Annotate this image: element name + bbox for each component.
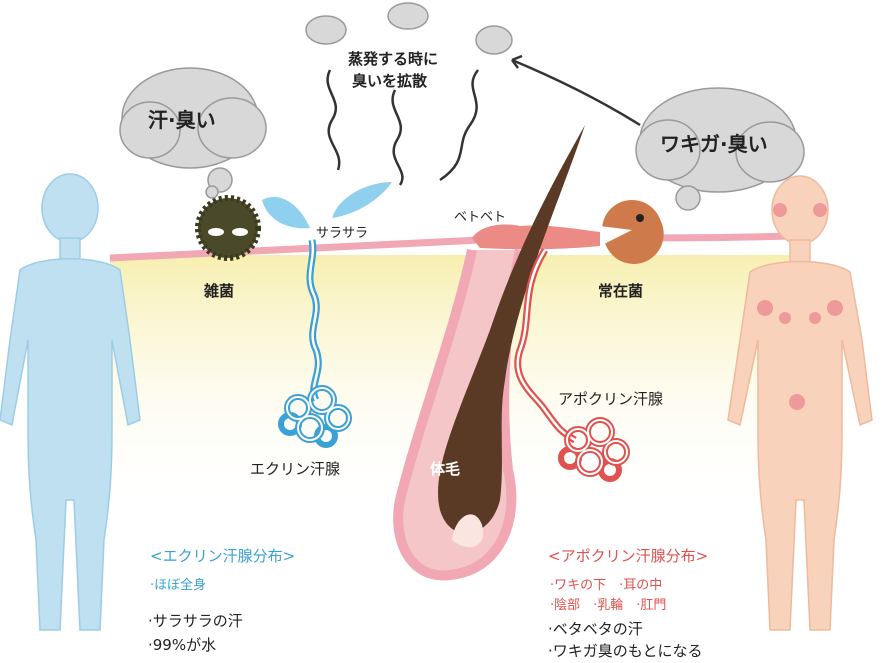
apocrine-info-dist1: ·ワキの下 ·耳の中 [550,578,663,593]
apocrine-info-note2: ·ワキガ臭のもとになる [548,642,703,660]
eccrine-info-title: <エクリン汗腺分布> [150,547,296,565]
cloud-left [119,67,267,199]
cloud-left-text: 汗·臭い [148,108,216,132]
eccrine-label: エクリン汗腺 [250,460,341,478]
hair-follicle [393,125,585,581]
betobeto-label: ベトベト [454,210,507,225]
cloud-right-text: ワキガ·臭い [660,132,768,156]
cloud-right [635,87,805,211]
jozaikin-label: 常在菌 [598,282,644,300]
apocrine-gland [514,248,630,482]
apocrine-info-title: <アポクリン汗腺分布> [548,547,709,565]
evaporation-text-line1: 蒸発する時に [348,50,439,68]
evaporation-text-line2: 臭いを拡散 [352,72,428,90]
zakkin-label: 雑菌 [204,282,235,300]
apocrine-spots [757,203,843,410]
cloud-small-puffs [305,2,513,55]
jozaikin-bacteria-icon [600,200,664,264]
body-eccrine-figure [0,173,141,631]
eccrine-info-dist: ·ほぼ全身 [150,578,207,593]
eccrine-info-note1: ·サラサラの汗 [148,612,243,630]
apocrine-label: アポクリン汗腺 [558,390,664,408]
taimo-label: 体毛 [430,460,461,478]
body-apocrine-figure [727,175,873,631]
apocrine-info-dist2: ·陰部 ·乳輪 ·肛門 [550,598,667,613]
odor-lines [326,54,641,186]
apocrine-info-note1: ·ベタベタの汗 [548,620,643,638]
zakkin-bacteria-icon [195,195,261,261]
sarasara-label: サラサラ [316,226,369,241]
eccrine-info-note2: ·99%が水 [148,636,217,654]
eccrine-gland [262,182,392,448]
